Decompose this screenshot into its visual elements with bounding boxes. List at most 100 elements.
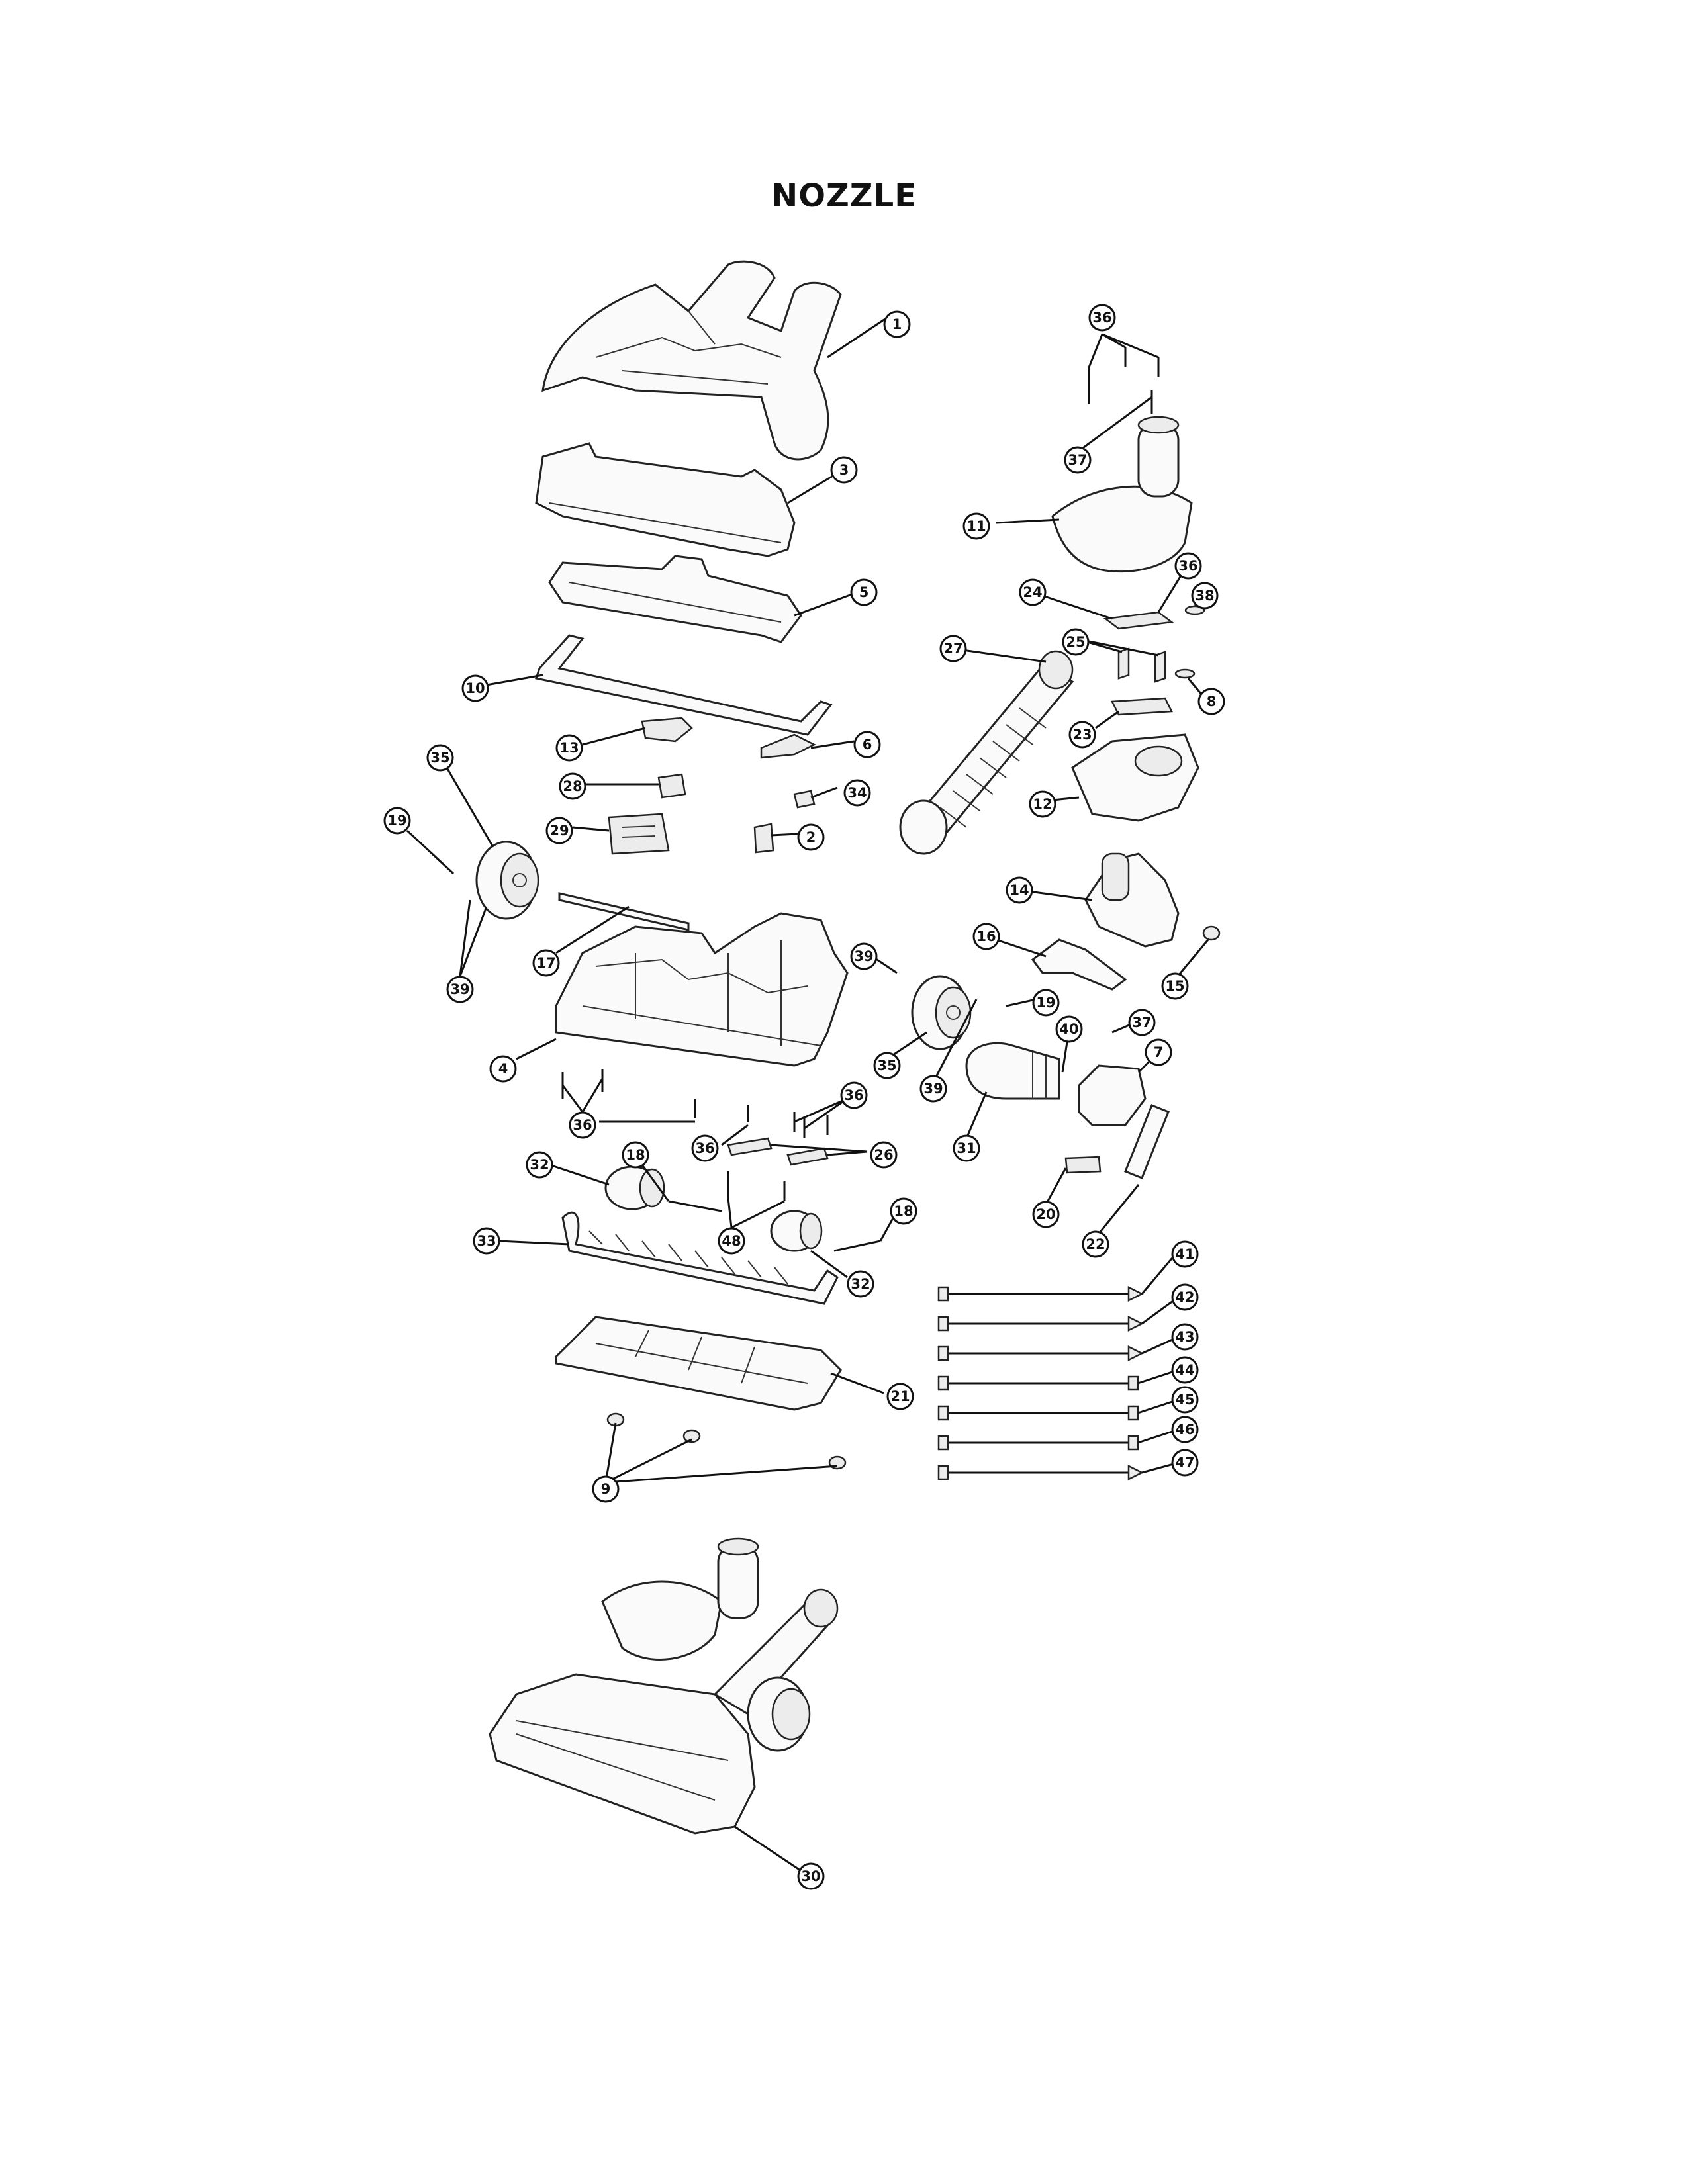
svg-text:36: 36 [844, 1087, 863, 1103]
part-8 [1174, 668, 1196, 679]
svg-text:36: 36 [1178, 558, 1197, 574]
part-14-motor-housing [1084, 852, 1180, 948]
svg-text:30: 30 [801, 1868, 820, 1884]
part-18-pins [668, 1200, 881, 1252]
part-12-swivel [1071, 733, 1199, 822]
svg-text:36: 36 [573, 1117, 592, 1133]
svg-text:12: 12 [1033, 796, 1052, 812]
svg-text:47: 47 [1175, 1455, 1194, 1471]
callout: 20 [1032, 1201, 1060, 1228]
svg-text:19: 19 [1036, 995, 1055, 1011]
part-9-feet [606, 1412, 847, 1470]
svg-text:24: 24 [1023, 584, 1042, 600]
callout: 19 [383, 807, 411, 835]
callout: 11 [962, 512, 990, 540]
part-35-wheel-right [911, 975, 972, 1050]
part-3-cover [535, 442, 796, 557]
part-1-hood [541, 260, 842, 461]
svg-text:41: 41 [1175, 1246, 1194, 1262]
part-29 [608, 813, 670, 855]
svg-text:9: 9 [601, 1481, 611, 1497]
callout: 33 [473, 1227, 500, 1255]
part-16-bracket [1031, 938, 1127, 991]
svg-text:31: 31 [957, 1140, 976, 1156]
callout: 29 [545, 817, 573, 844]
callout: 37 [1064, 446, 1092, 474]
svg-text:17: 17 [536, 955, 555, 971]
callout: 8 [1197, 688, 1225, 715]
svg-text:23: 23 [1072, 727, 1092, 743]
part-25 [1117, 647, 1166, 683]
screws-48 [727, 1171, 786, 1201]
svg-text:28: 28 [563, 778, 582, 794]
svg-text:18: 18 [894, 1203, 913, 1219]
svg-text:15: 15 [1165, 978, 1184, 994]
callout: 12 [1029, 790, 1056, 818]
svg-text:26: 26 [874, 1147, 893, 1163]
svg-text:39: 39 [854, 948, 873, 964]
part-17-axle [558, 892, 690, 931]
part-32-cap-right [770, 1210, 823, 1252]
part-5-frame [548, 555, 802, 643]
callout: 16 [972, 923, 1000, 950]
svg-text:46: 46 [1175, 1422, 1194, 1437]
part-31-motor [965, 1042, 1060, 1100]
part-20-pad [1064, 1156, 1102, 1174]
callout: 36 [569, 1111, 596, 1139]
svg-text:3: 3 [839, 462, 849, 478]
callout: 27 [939, 635, 967, 662]
callout: 39 [446, 976, 474, 1003]
svg-text:19: 19 [387, 813, 406, 829]
callout: 48 [718, 1227, 745, 1255]
callout: 43 [1171, 1323, 1199, 1351]
callout: 39 [919, 1075, 947, 1103]
callout: 6 [853, 731, 881, 758]
part-34 [793, 790, 816, 809]
callout: 1 [883, 310, 911, 338]
callout: 35 [426, 744, 454, 772]
part-22-belt [1124, 1104, 1170, 1179]
svg-text:35: 35 [430, 750, 449, 766]
callout: 4 [489, 1055, 517, 1083]
callout: 34 [843, 779, 871, 807]
callout: 32 [847, 1270, 874, 1298]
callout: 35 [873, 1052, 901, 1079]
part-7-gearbox [1078, 1064, 1147, 1126]
part-4-base [555, 912, 849, 1067]
svg-text:45: 45 [1175, 1392, 1194, 1408]
svg-text:5: 5 [859, 584, 869, 600]
svg-text:2: 2 [806, 829, 816, 845]
part-23 [1111, 697, 1173, 716]
svg-text:20: 20 [1036, 1206, 1055, 1222]
svg-text:32: 32 [530, 1157, 549, 1173]
svg-text:29: 29 [549, 823, 569, 839]
part-27-hose [899, 650, 1074, 855]
callout: 45 [1171, 1386, 1199, 1414]
part-6 [760, 733, 816, 759]
svg-text:43: 43 [1175, 1329, 1194, 1345]
svg-text:18: 18 [626, 1147, 645, 1163]
svg-text:7: 7 [1154, 1044, 1164, 1060]
callout: 40 [1055, 1015, 1083, 1043]
leader-lines [406, 316, 1209, 1874]
callout: 10 [461, 674, 489, 702]
part-32-cap-left [604, 1165, 665, 1210]
part-38 [1184, 605, 1205, 615]
svg-text:32: 32 [851, 1276, 870, 1292]
callout: 25 [1062, 628, 1090, 656]
callout: 19 [1032, 989, 1060, 1017]
callout: 24 [1019, 578, 1047, 606]
part-13 [641, 717, 693, 743]
part-26-brackets [727, 1137, 829, 1166]
part-15 [1202, 925, 1221, 941]
callout: 2 [797, 823, 825, 851]
callout: 36 [1174, 552, 1202, 580]
callout: 21 [886, 1383, 914, 1410]
callout: 23 [1068, 721, 1096, 749]
part-11-neck [1051, 416, 1193, 573]
callout: 26 [870, 1141, 898, 1169]
callout: 15 [1161, 972, 1189, 1000]
callout: 32 [526, 1151, 553, 1179]
svg-text:25: 25 [1066, 634, 1085, 650]
svg-text:36: 36 [695, 1140, 714, 1156]
